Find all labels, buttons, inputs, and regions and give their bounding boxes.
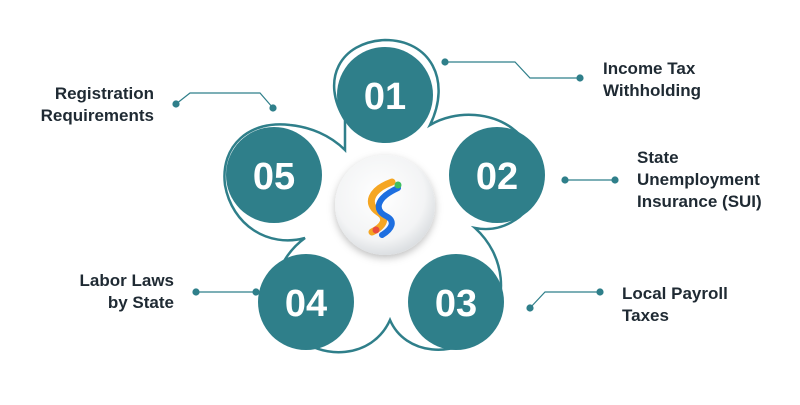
step-label-02-line-3: Insurance (SUI) <box>637 192 762 211</box>
step-label-03: Local Payroll Taxes <box>622 283 728 327</box>
step-label-01-line-1: Income Tax <box>603 59 696 78</box>
step-label-04: Labor Laws by State <box>80 270 174 314</box>
connector-dot-02a <box>561 176 569 184</box>
step-number-02: 02 <box>476 156 518 198</box>
brand-logo-icon <box>367 178 402 238</box>
step-number-01: 01 <box>364 76 406 118</box>
connector-dot-05a <box>172 100 180 108</box>
step-label-04-line-2: by State <box>107 293 174 312</box>
step-label-01: Income Tax Withholding <box>603 58 701 102</box>
step-label-05-line-2: Requirements <box>40 106 154 125</box>
step-label-02: State Unemployment Insurance (SUI) <box>637 147 762 213</box>
step-label-05-line-1: Registration <box>54 84 154 103</box>
petal-05 <box>226 127 322 223</box>
connector-03 <box>529 291 600 309</box>
step-label-02-line-1: State <box>637 148 679 167</box>
petal-01 <box>337 47 433 143</box>
connector-dot-01a <box>441 58 449 66</box>
step-number-05: 05 <box>253 156 295 198</box>
step-label-03-line-1: Local Payroll <box>622 284 728 303</box>
connector-dot-02b <box>611 176 619 184</box>
step-label-02-line-2: Unemployment <box>637 170 760 189</box>
connector-dot-04b <box>252 288 260 296</box>
center-hub <box>335 155 435 255</box>
connector-01 <box>445 61 580 79</box>
connectors <box>172 58 619 312</box>
step-label-01-line-2: Withholding <box>603 81 702 100</box>
petal-circles <box>226 47 545 350</box>
connector-dot-04a <box>192 288 200 296</box>
petal-02 <box>449 127 545 223</box>
connector-dot-03b <box>596 288 604 296</box>
petal-04 <box>258 254 354 350</box>
step-number-04: 04 <box>285 283 327 325</box>
petal-numbers: 01 02 03 04 05 <box>253 76 518 325</box>
center-circle <box>335 155 435 255</box>
step-number-03: 03 <box>435 283 477 325</box>
connector-dot-01b <box>576 74 584 82</box>
step-label-04-line-1: Labor Laws <box>79 271 174 290</box>
petal-03 <box>408 254 504 350</box>
connector-dot-03a <box>526 304 534 312</box>
connector-dot-05b <box>269 104 277 112</box>
step-label-05: Registration Requirements <box>41 83 154 127</box>
connector-05 <box>175 92 274 109</box>
step-label-03-line-2: Taxes <box>622 306 669 325</box>
